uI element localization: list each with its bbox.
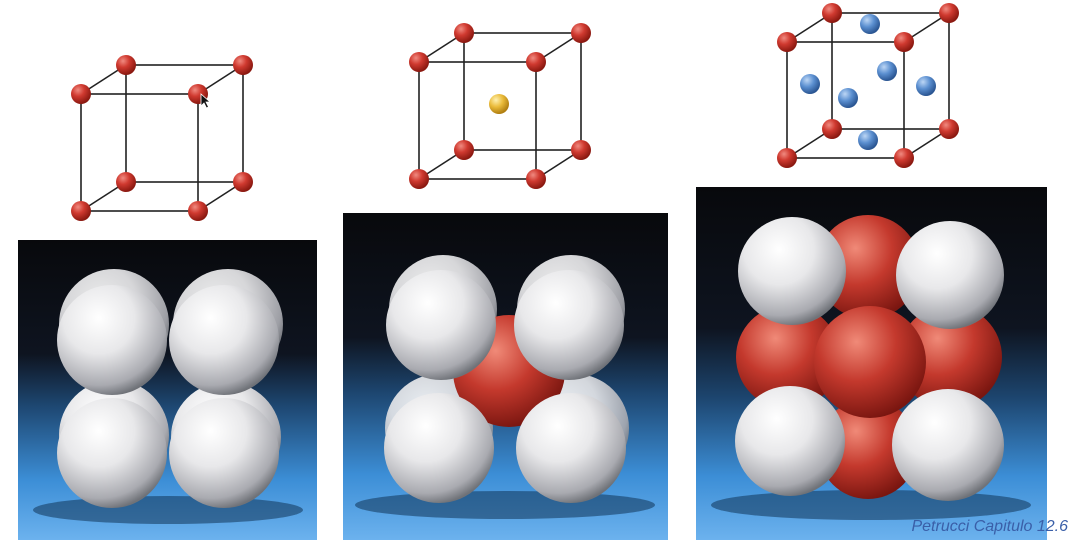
- corner-atom: [409, 52, 429, 72]
- red-sphere: [818, 399, 918, 499]
- corner-atom: [233, 172, 253, 192]
- corner-atom: [894, 32, 914, 52]
- white-sphere: [896, 221, 1004, 329]
- white-sphere: [892, 389, 1004, 501]
- white-sphere: [735, 386, 845, 496]
- corner-atom: [116, 172, 136, 192]
- corner-atom: [777, 32, 797, 52]
- white-sphere: [57, 398, 167, 508]
- white-sphere: [738, 217, 846, 325]
- corner-atom: [188, 201, 208, 221]
- corner-atom: [526, 52, 546, 72]
- white-sphere: [57, 285, 167, 395]
- simple-cubic-sphere-model-photo: [18, 240, 317, 540]
- face-center-atom: [916, 76, 936, 96]
- white-sphere: [386, 270, 496, 380]
- white-sphere: [169, 398, 279, 508]
- face-center-atom: [877, 61, 897, 81]
- corner-atom: [454, 140, 474, 160]
- face-centered-cubic-lattice: [777, 3, 959, 168]
- corner-atom: [822, 119, 842, 139]
- corner-atom: [116, 55, 136, 75]
- red-sphere: [816, 215, 920, 319]
- corner-atom: [894, 148, 914, 168]
- white-sphere: [169, 285, 279, 395]
- cube-edges: [80, 64, 244, 212]
- figure-caption: Petrucci Capitulo 12.6: [911, 518, 1068, 535]
- corner-atom: [939, 3, 959, 23]
- white-sphere: [514, 270, 624, 380]
- face-center-atom: [860, 14, 880, 34]
- red-sphere: [898, 305, 1002, 409]
- face-center-atom: [858, 130, 878, 150]
- face-centered-cubic-sphere-model-photo: [696, 187, 1047, 540]
- face-center-atom: [838, 88, 858, 108]
- red-sphere: [814, 306, 926, 418]
- corner-atom: [822, 3, 842, 23]
- simple-cubic-lattice: [71, 55, 253, 221]
- mouse-cursor-icon: [200, 93, 212, 109]
- red-sphere: [736, 305, 840, 409]
- corner-atom: [526, 169, 546, 189]
- corner-atom: [571, 23, 591, 43]
- corner-atom: [71, 201, 91, 221]
- body-centered-cubic-sphere-model-photo: [343, 213, 668, 540]
- corner-atom: [233, 55, 253, 75]
- face-center-atom: [800, 74, 820, 94]
- white-sphere: [384, 393, 494, 503]
- corner-atom: [71, 84, 91, 104]
- corner-atom: [454, 23, 474, 43]
- corner-atom: [409, 169, 429, 189]
- corner-atom: [939, 119, 959, 139]
- corner-atom: [571, 140, 591, 160]
- body-center-atom: [489, 94, 509, 114]
- white-sphere: [516, 393, 626, 503]
- corner-atom: [777, 148, 797, 168]
- body-centered-cubic-lattice: [409, 23, 591, 189]
